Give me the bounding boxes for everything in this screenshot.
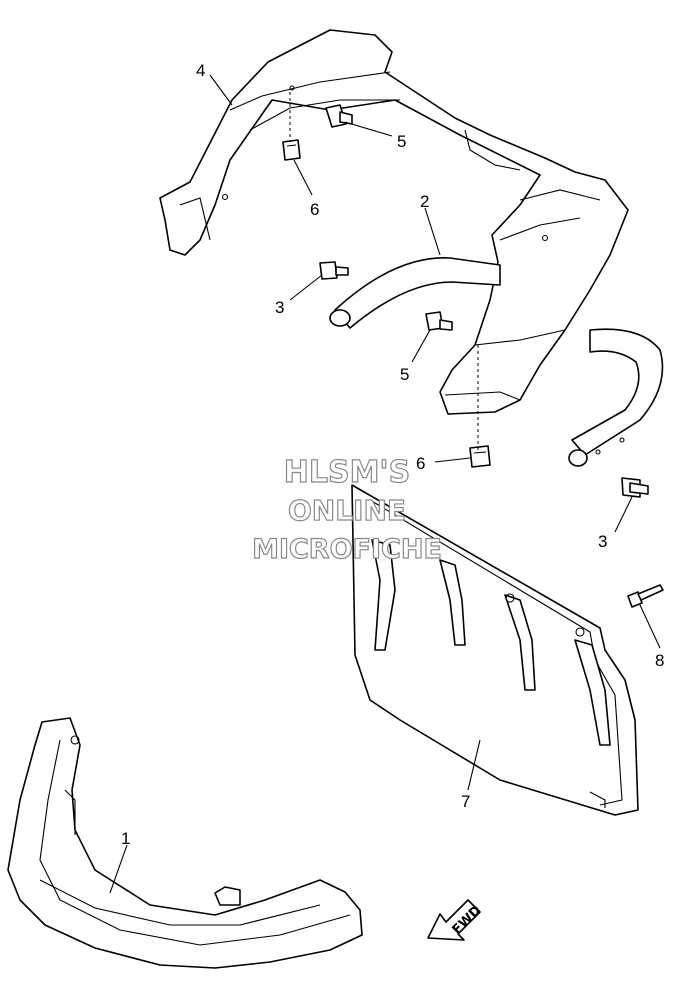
callout-4: 4 <box>196 61 205 80</box>
forward-direction-arrow-icon: FWD <box>427 899 484 941</box>
part-1-front-bumper[interactable] <box>7 717 363 969</box>
callout-3: 3 <box>598 532 607 551</box>
part-4-front-guard[interactable] <box>159 29 629 415</box>
callout-7: 7 <box>461 792 470 811</box>
callout-8: 8 <box>655 651 664 670</box>
part-3-bolt-lower[interactable] <box>621 477 649 498</box>
callout-2: 2 <box>420 192 429 211</box>
watermark-line-2: ONLINE <box>288 494 406 527</box>
part-6-clip-upper[interactable] <box>282 139 301 161</box>
watermark-line-1: HLSM'S <box>284 455 410 490</box>
callout-3: 3 <box>275 298 284 317</box>
part-7-mud-flap[interactable] <box>351 484 639 816</box>
callout-1: 1 <box>121 829 130 848</box>
part-6-clip-lower[interactable] <box>469 445 491 468</box>
leader-lines <box>109 74 661 894</box>
part-5-bolt-upper[interactable] <box>325 104 353 128</box>
part-3-bolt-upper[interactable] <box>319 261 349 280</box>
watermark-line-3: MICROFICHE <box>252 534 442 565</box>
callout-5: 5 <box>400 365 409 384</box>
part-2-tube[interactable] <box>329 257 664 467</box>
part-5-bolt-lower[interactable] <box>425 311 453 331</box>
callout-6: 6 <box>310 200 319 219</box>
callout-6: 6 <box>416 454 425 473</box>
part-8-rivet[interactable] <box>627 584 664 608</box>
callout-5: 5 <box>397 132 406 151</box>
